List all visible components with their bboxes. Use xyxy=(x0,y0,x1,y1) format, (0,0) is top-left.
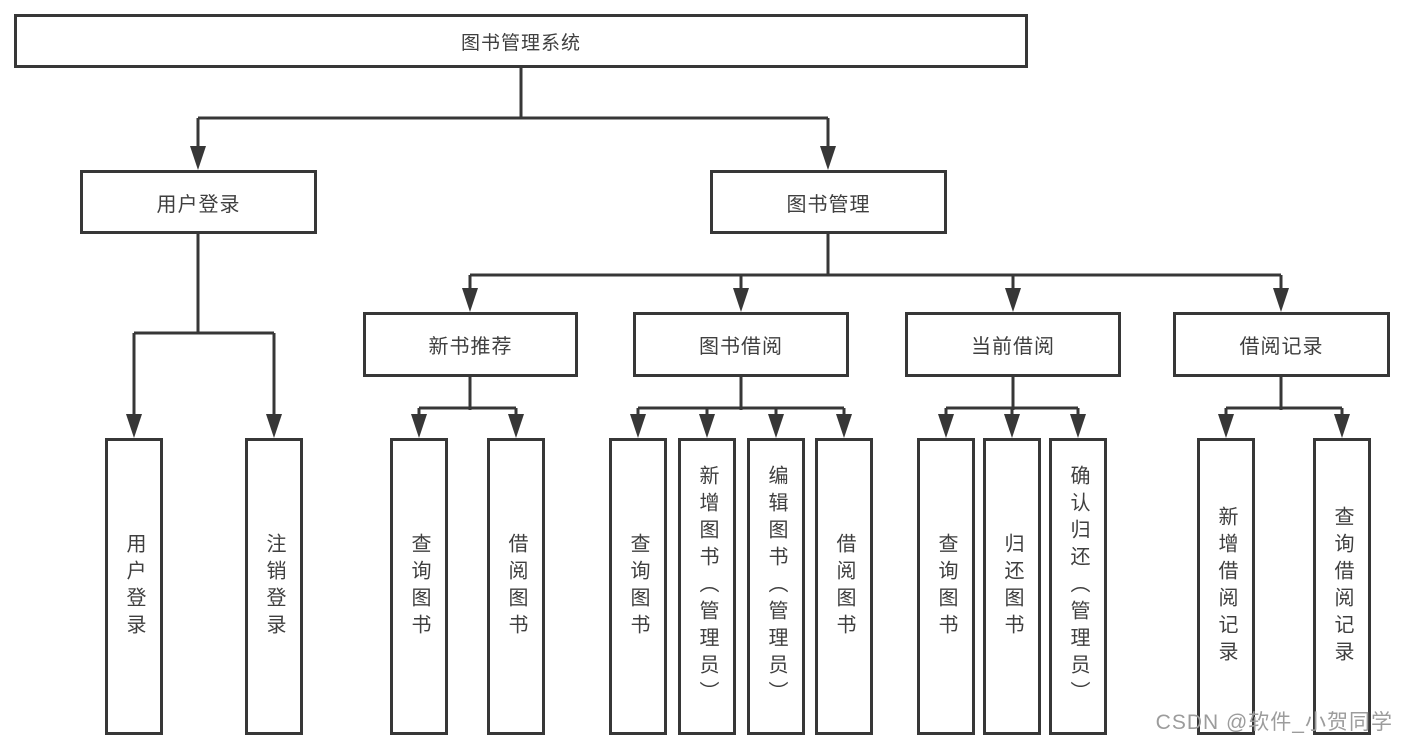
leaf-return-book: 归还图书 xyxy=(983,438,1041,735)
leaf-edit-book-admin-label: 编辑图书（管理员） xyxy=(765,465,787,708)
node-book-management: 图书管理 xyxy=(710,170,947,234)
leaf-query-books-recommend-label: 查询图书 xyxy=(408,532,430,641)
leaf-query-books-borrow-label: 查询图书 xyxy=(627,532,649,641)
csdn-watermark: CSDN @软件_小贺同学 xyxy=(1155,711,1393,734)
leaf-query-borrow-record-label: 查询借阅记录 xyxy=(1331,505,1353,668)
leaf-confirm-return-admin-label: 确认归还（管理员） xyxy=(1067,465,1089,708)
leaf-add-borrow-record: 新增借阅记录 xyxy=(1197,438,1255,735)
leaf-edit-book-admin: 编辑图书（管理员） xyxy=(747,438,805,735)
leaf-query-books-recommend: 查询图书 xyxy=(390,438,448,735)
node-current-borrow: 当前借阅 xyxy=(905,312,1121,377)
leaf-query-books-current: 查询图书 xyxy=(917,438,975,735)
leaf-query-borrow-record: 查询借阅记录 xyxy=(1313,438,1371,735)
node-book-management-label: 图书管理 xyxy=(786,193,871,216)
leaf-query-books-current-label: 查询图书 xyxy=(935,532,957,641)
node-new-book-recommend-label: 新书推荐 xyxy=(428,336,513,358)
node-root: 图书管理系统 xyxy=(14,14,1028,68)
leaf-borrow-books-label: 借阅图书 xyxy=(833,532,855,641)
node-new-book-recommend: 新书推荐 xyxy=(363,312,578,377)
leaf-confirm-return-admin: 确认归还（管理员） xyxy=(1049,438,1107,735)
leaf-query-books-borrow: 查询图书 xyxy=(609,438,667,735)
node-book-borrow: 图书借阅 xyxy=(633,312,849,377)
node-borrow-records-label: 借阅记录 xyxy=(1239,336,1324,358)
leaf-return-book-label: 归还图书 xyxy=(1001,532,1023,641)
leaf-borrow-books-recommend: 借阅图书 xyxy=(487,438,545,735)
leaf-add-borrow-record-label: 新增借阅记录 xyxy=(1215,505,1237,668)
leaf-user-login: 用户登录 xyxy=(105,438,163,735)
leaf-logout-login: 注销登录 xyxy=(245,438,303,735)
node-user-login: 用户登录 xyxy=(80,170,317,234)
node-borrow-records: 借阅记录 xyxy=(1173,312,1390,377)
leaf-add-book-admin-label: 新增图书（管理员） xyxy=(696,465,718,708)
node-book-borrow-label: 图书借阅 xyxy=(699,336,783,358)
node-root-label: 图书管理系统 xyxy=(460,32,581,54)
node-user-login-label: 用户登录 xyxy=(156,193,241,216)
leaf-user-login-label: 用户登录 xyxy=(123,532,145,641)
leaf-borrow-books: 借阅图书 xyxy=(815,438,873,735)
leaf-borrow-books-recommend-label: 借阅图书 xyxy=(505,532,527,641)
leaf-add-book-admin: 新增图书（管理员） xyxy=(678,438,736,735)
leaf-logout-login-label: 注销登录 xyxy=(263,532,285,641)
node-current-borrow-label: 当前借阅 xyxy=(971,336,1055,358)
